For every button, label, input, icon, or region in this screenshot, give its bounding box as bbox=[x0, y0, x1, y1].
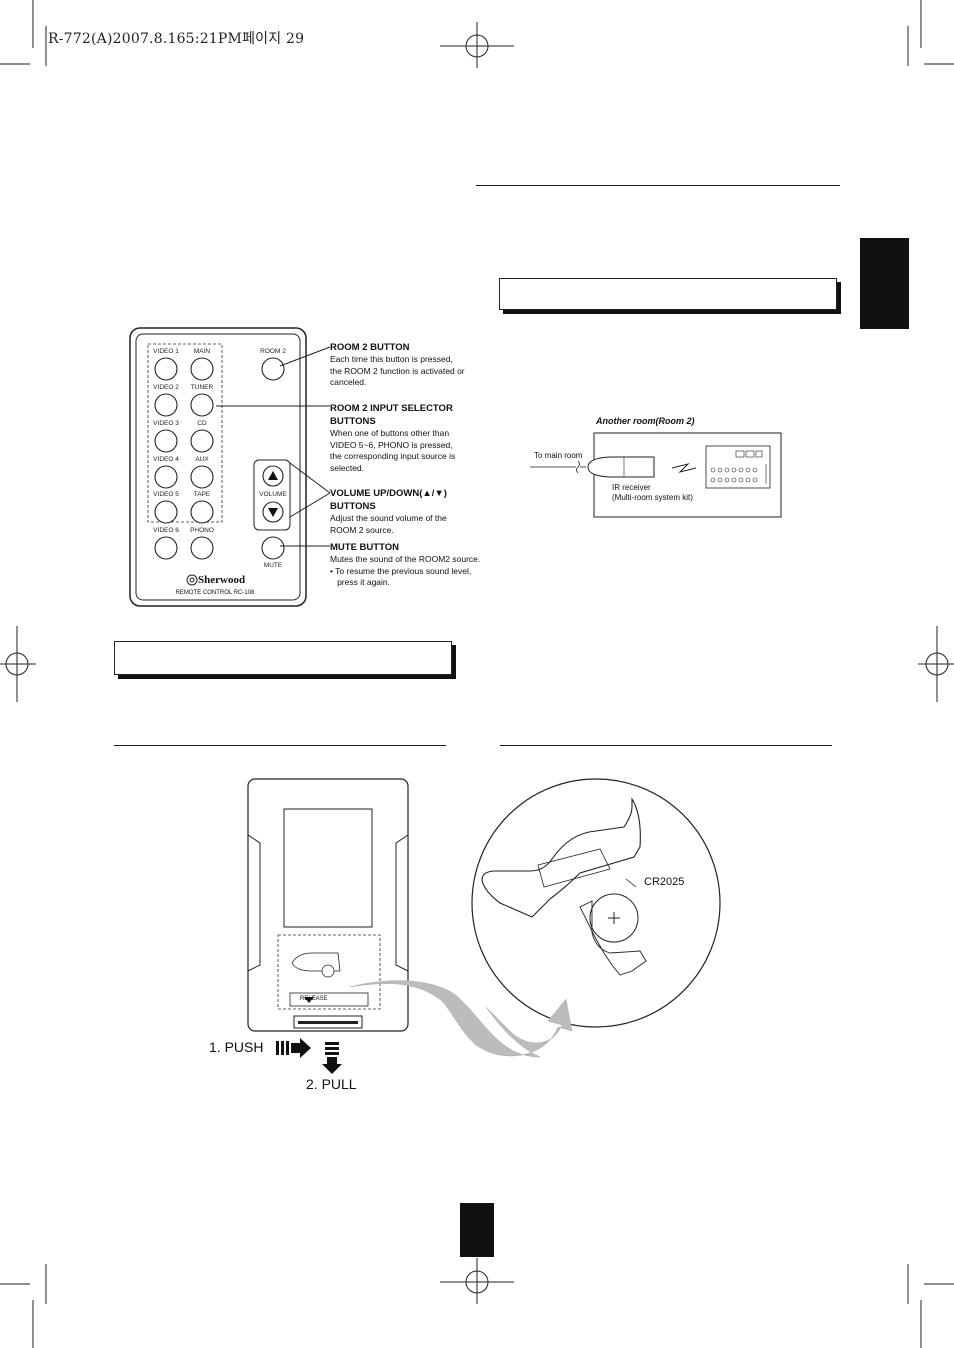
video4-button bbox=[154, 465, 178, 489]
room2-diagram-title: Another room(Room 2) bbox=[596, 416, 695, 426]
registration-mark-icon bbox=[0, 22, 954, 1304]
tuner-button bbox=[190, 393, 214, 417]
room2-diagram bbox=[530, 432, 782, 518]
release-label: RELEASE bbox=[300, 996, 328, 1002]
remote-control bbox=[129, 327, 307, 607]
video4-label: VIDEO 4 bbox=[153, 456, 179, 463]
section-heading-box bbox=[114, 641, 452, 675]
room2-callout-title: ROOM 2 BUTTON bbox=[330, 342, 410, 353]
phono-button bbox=[190, 536, 214, 560]
room2-callout: ROOM 2 BUTTON Each time this button is p… bbox=[330, 341, 500, 389]
tape-label: TAPE bbox=[193, 491, 211, 498]
phono-label: PHONO bbox=[190, 527, 214, 534]
selector-callout: ROOM 2 INPUT SELECTOR BUTTONS When one o… bbox=[330, 403, 456, 473]
divider-rule bbox=[476, 185, 840, 186]
video2-button bbox=[154, 393, 178, 417]
mute-callout: MUTE BUTTON Mutes the sound of the ROOM2… bbox=[330, 542, 481, 587]
battery-type-label: CR2025 bbox=[644, 876, 685, 888]
volume-callout: VOLUME UP/DOWN(▲/▼) BUTTONS Adjust the s… bbox=[330, 488, 447, 535]
aux-label: AUX bbox=[195, 456, 209, 463]
section-heading-box bbox=[499, 278, 837, 310]
pull-label: 2. PULL bbox=[306, 1076, 357, 1092]
volume-label: VOLUME bbox=[259, 491, 287, 498]
aux-button bbox=[190, 465, 214, 489]
push-arrow-icon bbox=[276, 1038, 342, 1074]
room2-button bbox=[261, 357, 285, 381]
video3-label: VIDEO 3 bbox=[153, 420, 179, 427]
brand-name: Sherwood bbox=[198, 574, 246, 586]
mute-label: MUTE bbox=[263, 562, 283, 569]
pull-arrow-icon bbox=[322, 1057, 342, 1074]
model-name: REMOTE CONTROL RC-108 bbox=[175, 590, 255, 596]
video2-label: VIDEO 2 bbox=[153, 384, 179, 391]
tuner-label: TUNER bbox=[190, 384, 214, 391]
room2-label: ROOM 2 bbox=[260, 348, 286, 355]
section-tab bbox=[860, 238, 909, 329]
tape-button bbox=[190, 500, 214, 524]
cd-button bbox=[190, 429, 214, 453]
video1-label: VIDEO 1 bbox=[153, 348, 179, 355]
video5-button bbox=[154, 500, 178, 524]
battery-illustration bbox=[247, 778, 721, 1058]
ir-receiver-label: IR receiver bbox=[612, 483, 651, 492]
video5-label: VIDEO 5 bbox=[153, 491, 179, 498]
down-triangle-icon bbox=[268, 508, 278, 517]
push-label: 1. PUSH bbox=[209, 1039, 264, 1055]
divider-rule bbox=[114, 745, 446, 746]
video1-button bbox=[154, 357, 178, 381]
print-header: R-772(A)2007.8.165:21PM페이지 29 bbox=[48, 31, 305, 47]
cd-label: CD bbox=[197, 420, 207, 427]
up-triangle-icon bbox=[268, 471, 278, 480]
callout-leaders bbox=[216, 346, 331, 547]
video6-label: VIDEO 6 bbox=[153, 527, 179, 534]
main-button bbox=[190, 357, 214, 381]
to-main-room-label: To main room bbox=[534, 451, 583, 460]
kit-label: (Multi-room system kit) bbox=[612, 493, 693, 502]
video3-button bbox=[154, 429, 178, 453]
mute-button bbox=[261, 536, 285, 560]
main-label: MAIN bbox=[193, 348, 211, 355]
page-number-tab bbox=[460, 1203, 494, 1257]
divider-rule bbox=[500, 745, 832, 746]
video6-button bbox=[154, 536, 178, 560]
sherwood-logo-icon bbox=[186, 574, 198, 586]
